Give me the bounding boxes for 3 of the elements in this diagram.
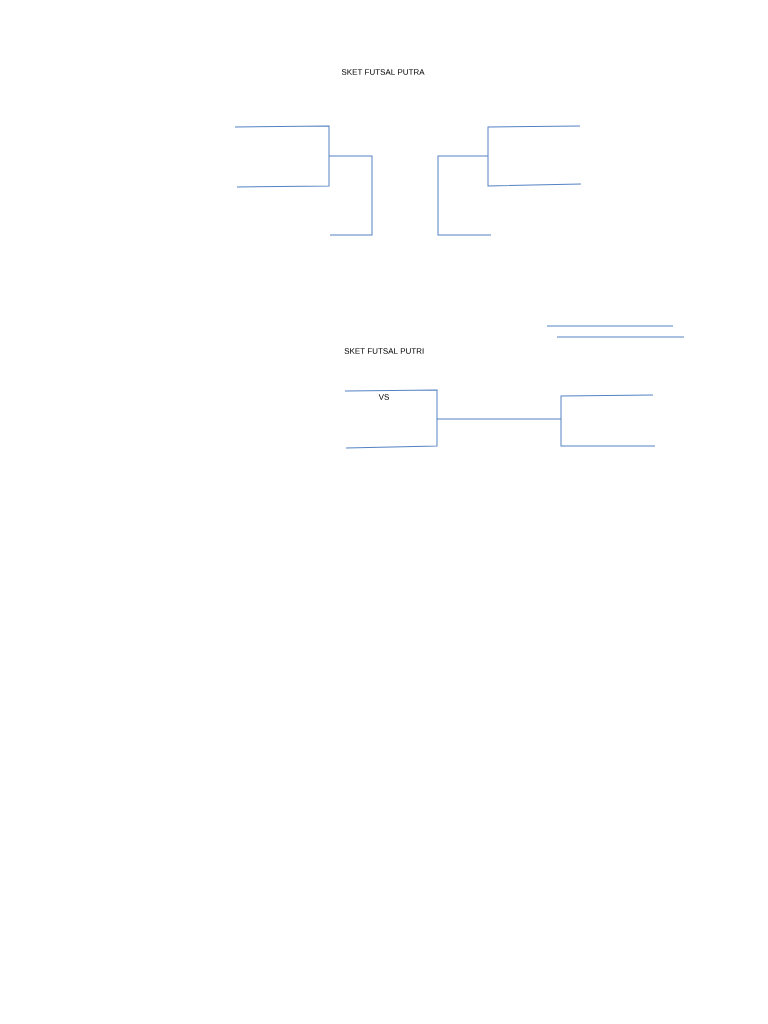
heading: SKET FUTSAL PUTRI <box>344 348 424 354</box>
heading: SKET FUTSAL PUTRA <box>341 69 425 75</box>
vs-label: VS <box>378 394 389 400</box>
